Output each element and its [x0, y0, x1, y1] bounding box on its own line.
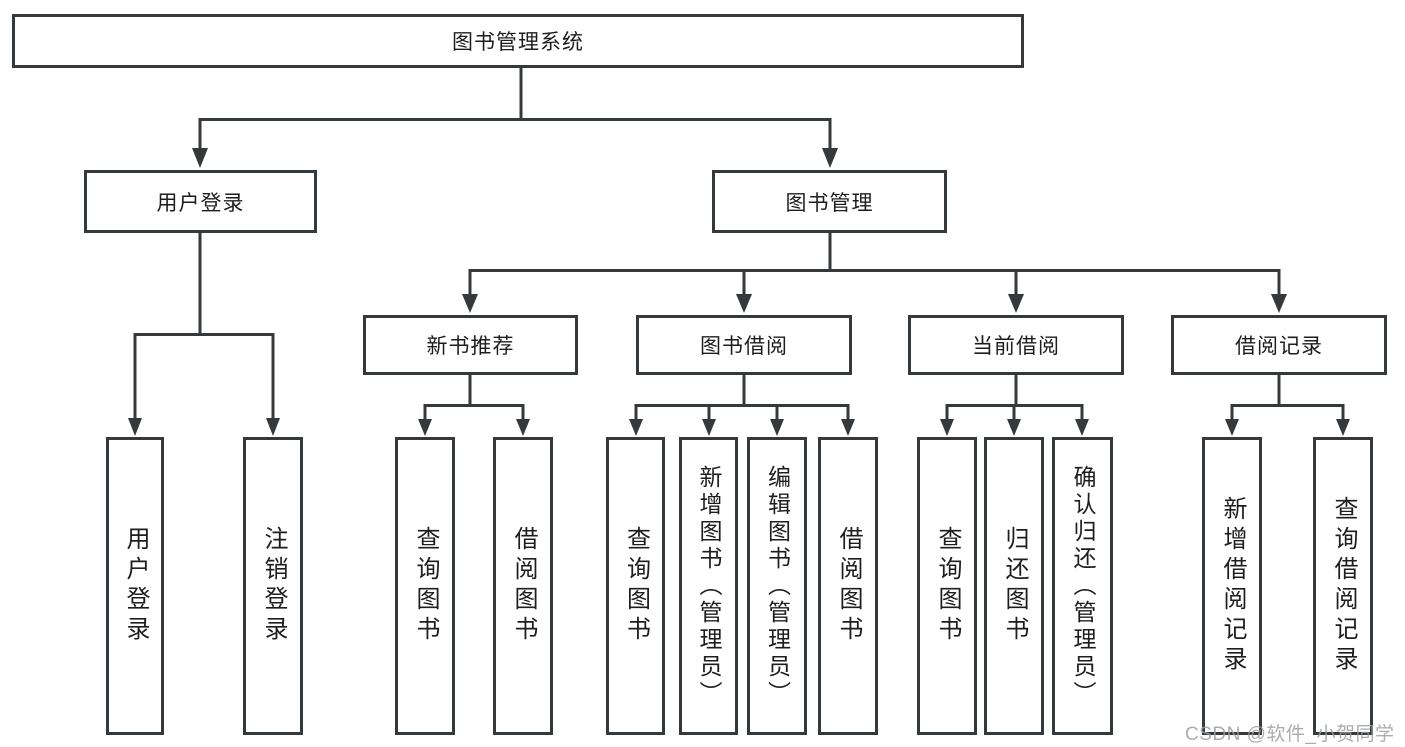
leaf-return-books: 归还图书 — [984, 437, 1044, 735]
node-user-login-label: 用户登录 — [156, 191, 245, 215]
node-root-library-management-system: 图书管理系统 — [12, 14, 1024, 68]
leaf-confirm-return-admin: 确认归还（管理员） — [1052, 437, 1113, 735]
leaf-query-books-borrowing-label: 查询图书 — [622, 526, 650, 646]
leaf-query-books-current: 查询图书 — [917, 437, 977, 735]
node-book-management: 图书管理 — [712, 170, 947, 233]
leaf-add-borrow-record-label: 新增借阅记录 — [1219, 496, 1246, 676]
leaf-add-borrow-record: 新增借阅记录 — [1202, 437, 1262, 735]
leaf-return-books-label: 归还图书 — [1001, 526, 1028, 646]
node-book-borrowing-label: 图书借阅 — [700, 335, 788, 358]
leaf-query-books-recommend-label: 查询图书 — [412, 526, 439, 646]
leaf-borrow-books-recommend: 借阅图书 — [493, 437, 553, 735]
node-new-book-recommend-label: 新书推荐 — [426, 335, 515, 358]
node-user-login: 用户登录 — [84, 170, 317, 233]
node-current-borrowing: 当前借阅 — [908, 315, 1124, 375]
leaf-query-books-current-label: 查询图书 — [934, 526, 961, 646]
leaf-edit-books-admin-label: 编辑图书（管理员） — [764, 464, 791, 708]
node-book-management-label: 图书管理 — [785, 191, 874, 215]
node-book-borrowing: 图书借阅 — [636, 315, 852, 375]
leaf-confirm-return-admin-label: 确认归还（管理员） — [1070, 464, 1096, 708]
leaf-user-login: 用户登录 — [106, 437, 164, 735]
leaf-borrow-books: 借阅图书 — [818, 437, 878, 735]
leaf-query-books-borrowing: 查询图书 — [606, 437, 665, 735]
leaf-query-borrow-record-label: 查询借阅记录 — [1330, 496, 1357, 676]
node-current-borrowing-label: 当前借阅 — [972, 335, 1060, 358]
leaf-add-books-admin-label: 新增图书（管理员） — [696, 464, 722, 708]
leaf-user-login-label: 用户登录 — [122, 526, 149, 646]
leaf-query-books-recommend: 查询图书 — [395, 437, 455, 735]
node-new-book-recommend: 新书推荐 — [363, 315, 578, 375]
csdn-watermark: CSDN @软件_小贺同学 — [1185, 724, 1395, 745]
node-borrow-records: 借阅记录 — [1171, 315, 1387, 375]
arrowheads — [128, 148, 1350, 436]
node-root-label: 图书管理系统 — [452, 31, 584, 54]
leaf-borrow-books-recommend-label: 借阅图书 — [510, 526, 537, 646]
leaf-logout: 注销登录 — [243, 437, 303, 735]
leaf-add-books-admin: 新增图书（管理员） — [679, 437, 738, 735]
leaf-logout-label: 注销登录 — [260, 526, 287, 646]
leaf-borrow-books-label: 借阅图书 — [835, 526, 862, 646]
node-borrow-records-label: 借阅记录 — [1235, 335, 1323, 358]
leaf-query-borrow-record: 查询借阅记录 — [1313, 437, 1373, 735]
leaf-edit-books-admin: 编辑图书（管理员） — [747, 437, 807, 735]
